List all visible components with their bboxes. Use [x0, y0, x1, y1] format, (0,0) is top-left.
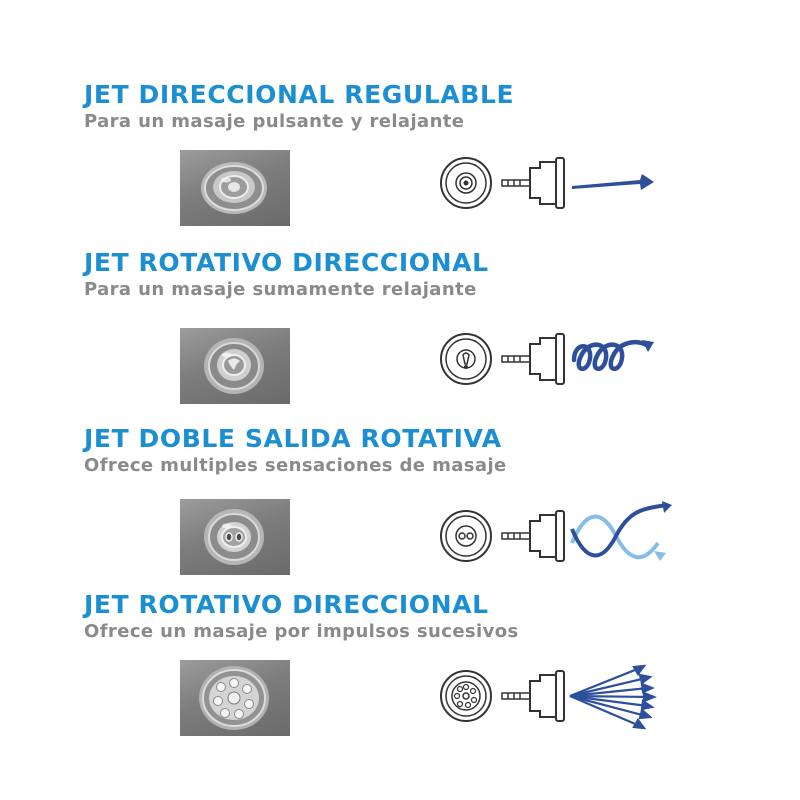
- multi-arrow-spray-icon: [436, 660, 666, 736]
- jet-subtitle: Para un masaje pulsante y relajante: [84, 111, 465, 132]
- jet-subtitle: Ofrece un masaje por impulsos sucesivos: [84, 621, 519, 642]
- jet-title: JET DIRECCIONAL REGULABLE: [84, 80, 515, 109]
- double-helix-flow-icon: [436, 499, 672, 575]
- jet-subtitle: Para un masaje sumamente relajante: [84, 279, 477, 300]
- single-nozzle-jet-photo: [180, 150, 290, 226]
- jet-title: JET ROTATIVO DIRECCIONAL: [84, 248, 489, 277]
- straight-arrow-flow-icon: [436, 150, 666, 226]
- jet-title: JET DOBLE SALIDA ROTATIVA: [84, 424, 502, 453]
- spiral-flow-icon: [436, 328, 666, 404]
- multi-hole-jet-photo: [180, 660, 290, 736]
- jet-title: JET ROTATIVO DIRECCIONAL: [84, 590, 489, 619]
- jet-subtitle: Ofrece multiples sensaciones de masaje: [84, 455, 507, 476]
- double-outlet-jet-photo: [180, 499, 290, 575]
- rotating-nozzle-jet-photo: [180, 328, 290, 404]
